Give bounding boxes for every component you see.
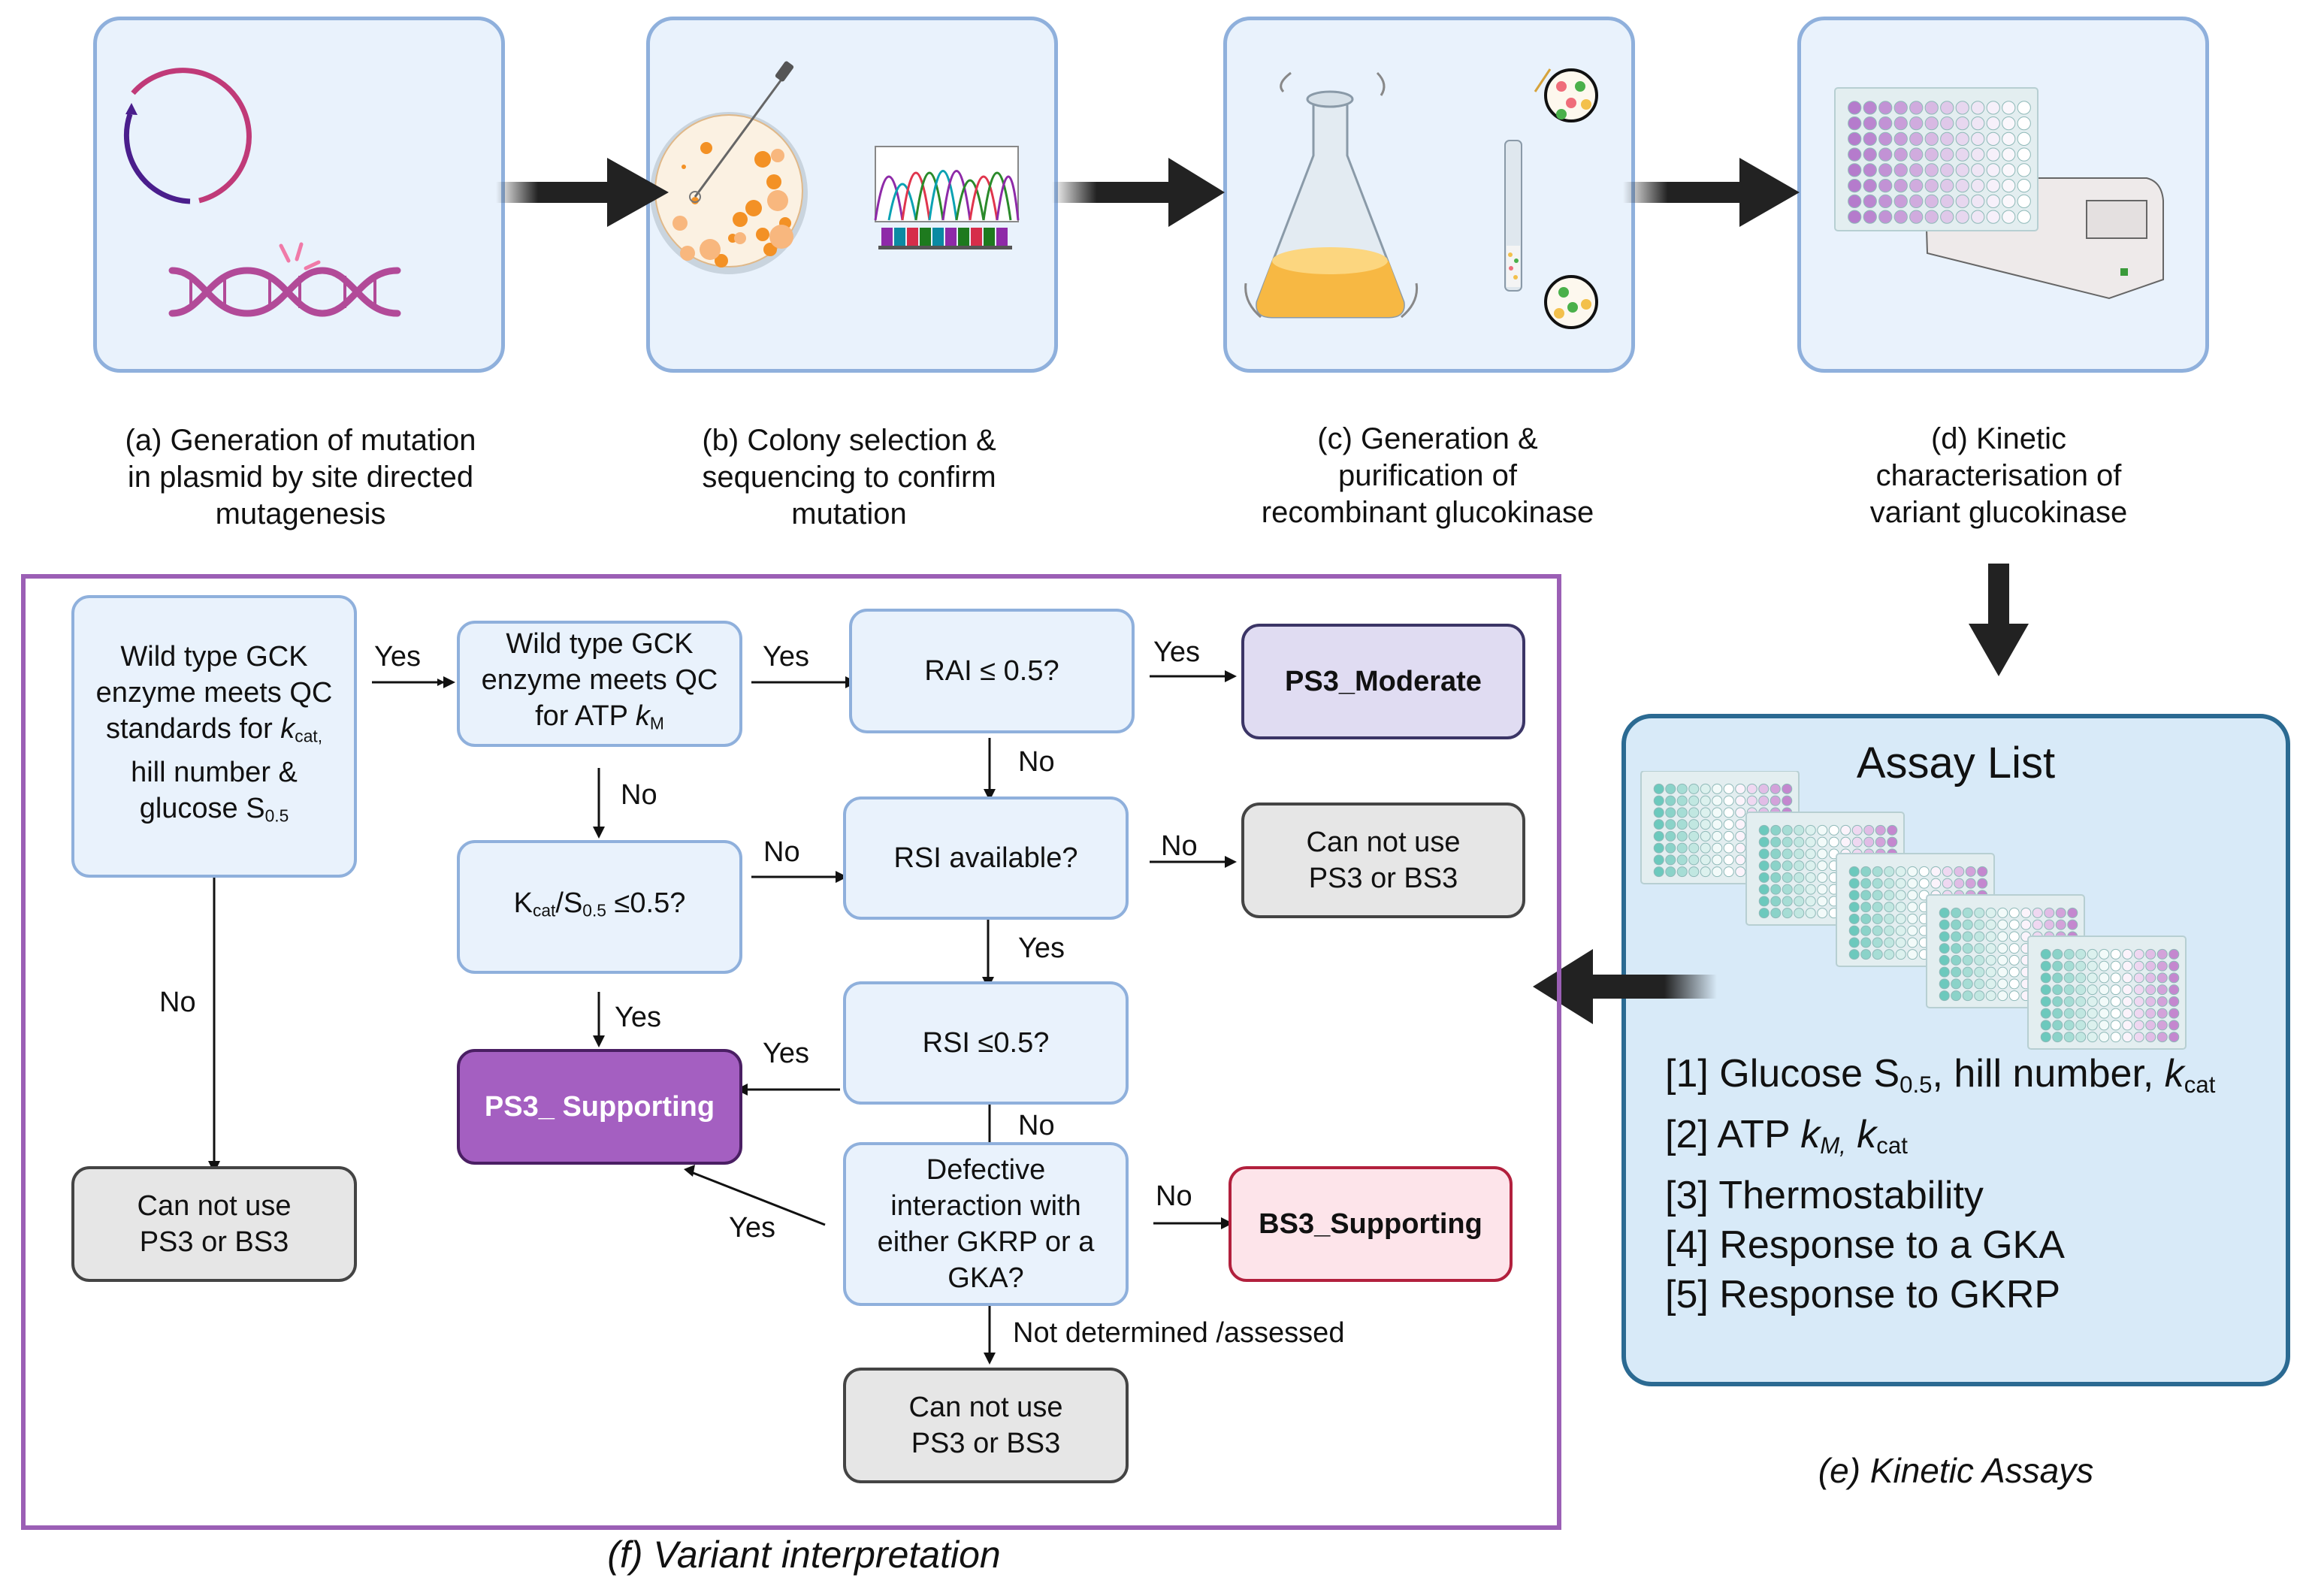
step-d-panel	[1797, 17, 2209, 373]
assay-list-title: Assay List	[1856, 739, 2056, 787]
step-b-caption: (b) Colony selection &sequencing to conf…	[702, 424, 996, 530]
dna-mutation-icon	[168, 242, 401, 317]
sequence-tiles	[878, 228, 1012, 249]
label-defective-to-ps3sup: Yes	[729, 1212, 775, 1244]
node-kcat-s05: Kcat/S0.5 ≤0.5?	[457, 840, 742, 974]
node-defective-interaction: Defective interaction with either GKRP o…	[843, 1142, 1129, 1306]
well-plates-stack-icon	[1640, 771, 2187, 1050]
label-defective-to-cannot: Not determined /assessed	[1013, 1317, 1345, 1349]
arrow-c-to-d	[1623, 158, 1800, 227]
purification-column-icon	[1504, 68, 1598, 329]
shaking-flask-icon	[1244, 71, 1419, 319]
arrow-b-to-c	[1052, 158, 1225, 227]
label-kcat-to-ps3sup: Yes	[615, 1002, 661, 1033]
node-bs3-supporting: BS3_Supporting	[1229, 1166, 1513, 1282]
label-wt-to-cannot: No	[159, 987, 196, 1018]
label-rsi-to-defective: No	[1018, 1110, 1055, 1141]
arrow-a-to-b	[496, 158, 669, 227]
assay-item-4: [4] Response to a GKA	[1665, 1223, 2065, 1267]
label-rsiavail-to-rsi: Yes	[1018, 933, 1065, 964]
node-atp-qc: Wild type GCK enzyme meets QC for ATP kM	[457, 621, 742, 747]
edge-defective-to-ps3sup	[691, 1171, 826, 1226]
arrow-d-to-e	[1969, 564, 2029, 676]
well-plate-purple	[1834, 87, 2039, 231]
workflow-arrows	[496, 158, 2029, 676]
label-rsi-to-ps3sup: Yes	[763, 1038, 809, 1069]
sequencing-chromatogram-icon	[874, 146, 1020, 249]
label-rsiavail-to-cannot: No	[1161, 830, 1198, 862]
step-c-panel	[1223, 17, 1635, 373]
label-kcat-to-rsiavail: No	[763, 836, 800, 868]
assay-item-5: [5] Response to GKRP	[1665, 1272, 2061, 1316]
assay-items: [1] Glucose S0.5, hill number, kcat [2] …	[1665, 1049, 2215, 1319]
label-wt-to-atp: Yes	[374, 641, 421, 673]
petri-dish-icon	[650, 61, 808, 274]
assay-panel-caption: (e) Kinetic Assays	[1818, 1451, 2094, 1490]
assay-item-1: [1] Glucose S0.5, hill number, kcat	[1665, 1052, 2216, 1098]
node-rai: RAI ≤ 0.5?	[849, 609, 1135, 733]
node-rsi: RSI ≤0.5?	[843, 981, 1129, 1105]
label-rai-to-rsiavail: No	[1018, 746, 1055, 778]
label-rai-to-mod: Yes	[1153, 636, 1200, 668]
assay-plate-5	[2027, 936, 2187, 1050]
plasmid-icon	[123, 68, 252, 204]
node-ps3-moderate: PS3_Moderate	[1241, 624, 1525, 739]
label-defective-to-bs3: No	[1156, 1180, 1192, 1212]
node-wt-qc: Wild type GCK enzyme meets QC standards …	[71, 595, 357, 878]
node-rsi-available: RSI available?	[843, 796, 1129, 920]
step-a-panel	[93, 17, 505, 373]
assay-list-panel: Assay List [1] Glucose S0.5, hill number…	[1621, 714, 2290, 1386]
node-ps3-supporting: PS3_ Supporting	[457, 1049, 742, 1165]
flowchart-frame	[21, 574, 1561, 1530]
label-atp-to-kcat: No	[621, 779, 657, 811]
assay-item-2: [2] ATP kM, kcat	[1665, 1112, 1908, 1159]
flowchart-caption: (f) Variant interpretation	[607, 1534, 1001, 1576]
label-atp-to-rai: Yes	[763, 641, 809, 673]
arrow-e-to-f	[1533, 949, 1717, 1024]
well-plate-icon	[1834, 87, 2039, 231]
assay-item-3: [3] Thermostability	[1665, 1173, 1984, 1217]
